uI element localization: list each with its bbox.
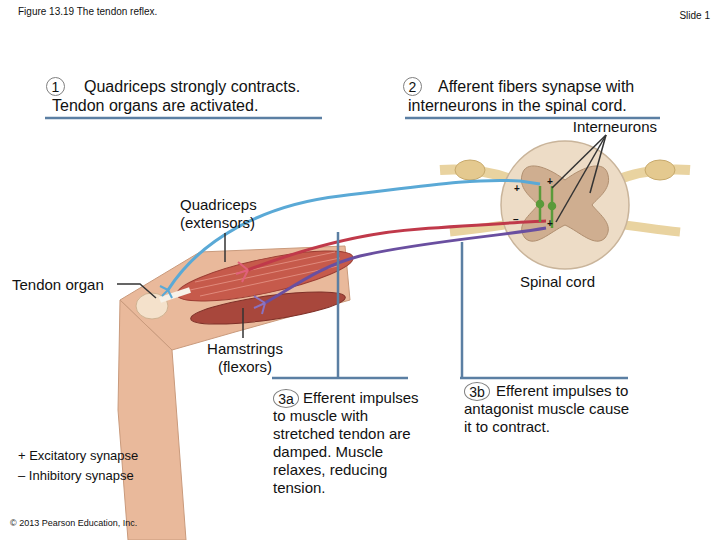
callout-text: Quadriceps strongly contracts. Tendon or… [52,77,327,115]
motor-end-plate [254,296,265,314]
efferent-fiber [265,228,546,303]
motor-end-plate [236,262,248,282]
legend-entry: + Excitatory synapse [18,448,138,464]
callout-number-text: 3a [278,391,294,407]
synapse-sign: – [513,214,519,226]
legend-entry: – Inhibitory synapse [18,468,134,484]
callout-number: 3b [464,382,490,401]
lower-leg [118,300,186,540]
callout-number: 2 [403,77,422,96]
tendon [160,290,190,300]
hamstrings-muscle [189,285,347,330]
callout-number: 3a [273,389,299,408]
callout-number-text: 2 [409,79,417,95]
copyright: © 2013 Pearson Education, Inc. [10,518,137,529]
slide-number: Slide 1 [640,10,710,22]
efferent-fiber [248,221,546,270]
callout-bars [45,118,660,378]
synapse-sign: + [547,176,553,188]
synapse-sign: + [514,183,520,195]
ganglion [645,160,675,180]
callout-text: Afferent fibers synapse with interneuron… [408,77,660,115]
ganglion [455,160,485,180]
synapse-sign: + [547,218,553,230]
figure-title: Figure 13.19 The tendon reflex. [18,6,157,18]
tendon-organ-ending [160,286,172,298]
part-label: Hamstrings (flexors) [190,340,300,376]
leader-lines [117,135,606,338]
part-label: Spinal cord [520,273,620,291]
callout-number: 1 [46,77,65,96]
part-label: Interneurons [540,118,657,136]
part-label: Tendon organ [12,276,122,294]
callout-number-text: 3b [469,384,485,400]
part-label: Quadriceps (extensors) [180,196,292,232]
callout-number-text: 1 [52,79,60,95]
